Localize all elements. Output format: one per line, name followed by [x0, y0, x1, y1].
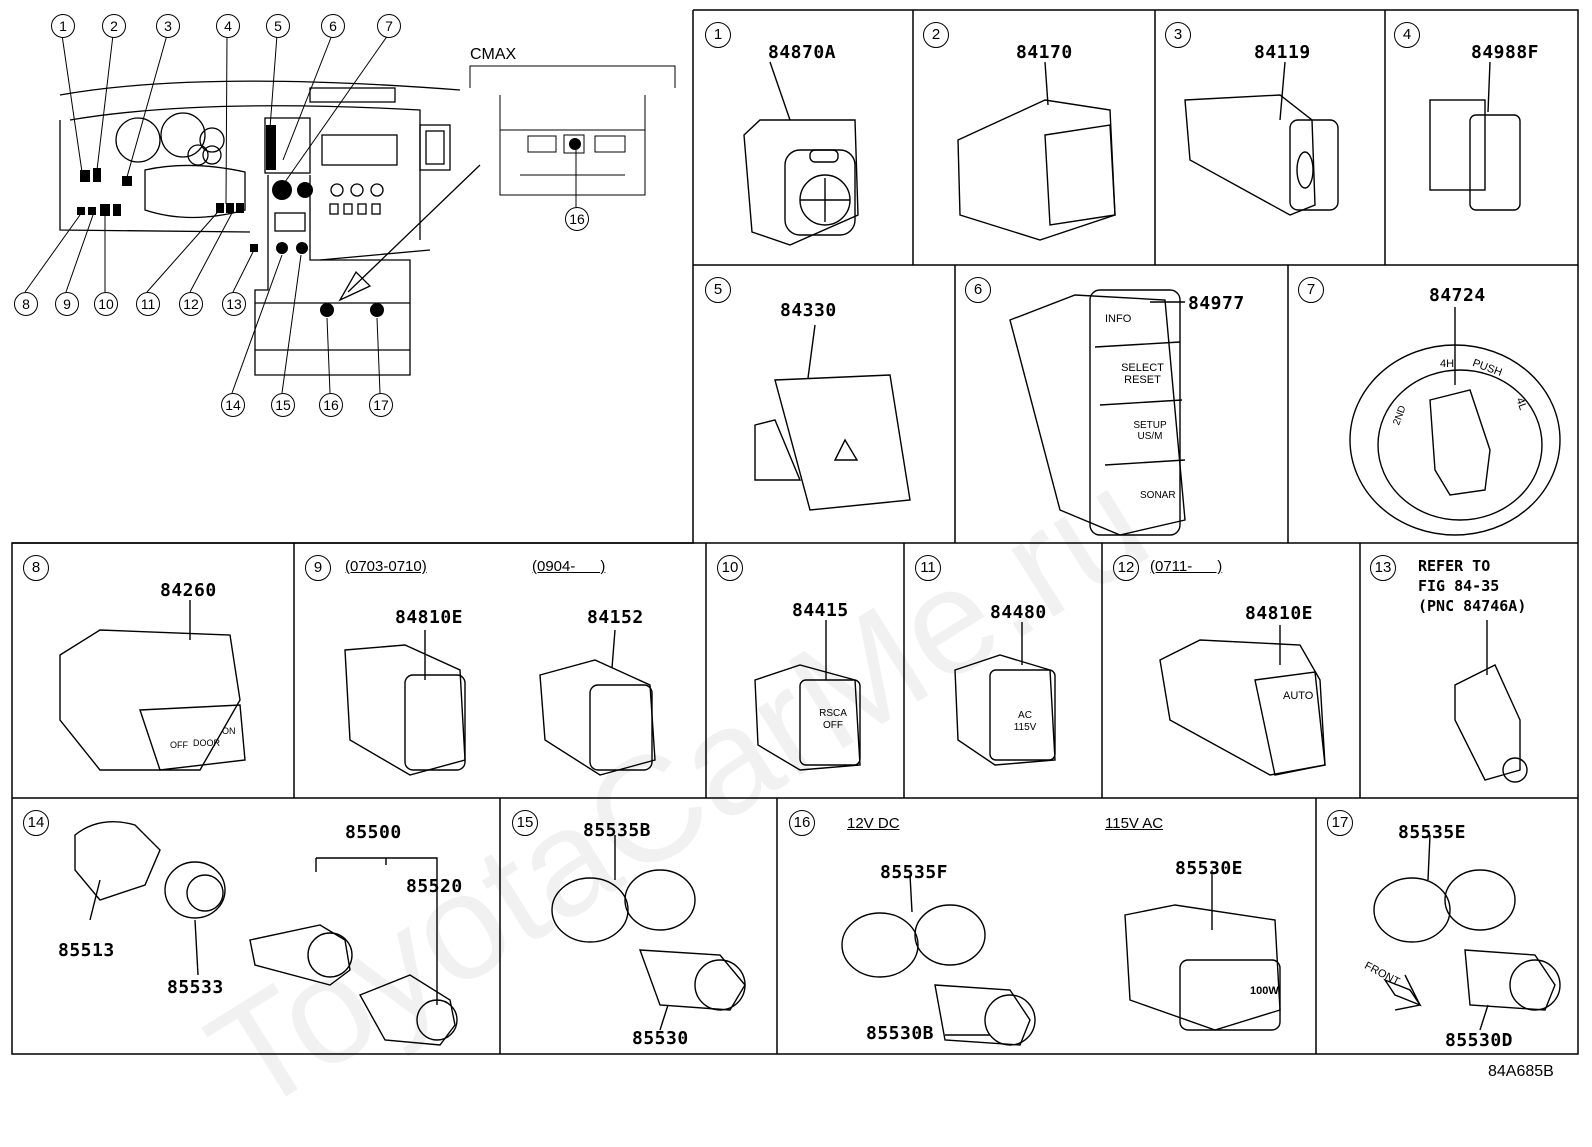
part-number[interactable]: 84119	[1254, 42, 1311, 63]
cell-number-10: 10	[717, 555, 743, 581]
switch-label: DOOR	[193, 738, 220, 748]
switch-label: INFO	[1105, 313, 1132, 325]
part-number[interactable]: 84260	[160, 580, 217, 601]
callout-4: 4	[216, 14, 240, 38]
callout-12: 12	[179, 292, 203, 316]
part-number[interactable]: 84170	[1016, 42, 1073, 63]
refer-line: REFER TO	[1418, 557, 1491, 575]
part-number[interactable]: 85530E	[1175, 858, 1244, 879]
cell-number-2: 2	[923, 22, 949, 48]
part-number[interactable]: 85535B	[583, 820, 652, 841]
dial-label: 4H	[1440, 358, 1455, 370]
callout-6: 6	[321, 14, 345, 38]
outlet-label: 100W	[1250, 985, 1279, 997]
callout-5: 5	[266, 14, 290, 38]
cell-number-11: 11	[915, 555, 941, 581]
callout-10: 10	[94, 292, 118, 316]
part-number[interactable]: 84330	[780, 300, 837, 321]
cell-number-12: 12	[1113, 555, 1139, 581]
callout-2: 2	[102, 14, 126, 38]
part-number[interactable]: 85530	[632, 1028, 689, 1049]
part-number[interactable]: 84480	[990, 602, 1047, 623]
switch-label: ON	[222, 726, 236, 736]
switch-label: SETUP US/M	[1133, 420, 1167, 442]
callout-16: 16	[319, 393, 343, 417]
cell-number-4: 4	[1394, 22, 1420, 48]
cell-number-8: 8	[23, 555, 49, 581]
cell-number-13: 13	[1370, 555, 1396, 581]
callout-14: 14	[221, 393, 245, 417]
cell-number-6: 6	[965, 277, 991, 303]
date-range-note: (0711- )	[1150, 558, 1223, 575]
part-number[interactable]: 85535F	[880, 862, 949, 883]
cell-number-14: 14	[23, 810, 49, 836]
callout-13: 13	[222, 292, 246, 316]
cmax-label: CMAX	[470, 46, 517, 63]
callout-8: 8	[14, 292, 38, 316]
callout-leaders	[24, 34, 676, 394]
callout-17: 17	[369, 393, 393, 417]
switch-label: AC 115V	[1013, 710, 1037, 733]
cell-number-3: 3	[1165, 22, 1191, 48]
part-number[interactable]: 84810E	[1245, 603, 1314, 624]
part-number[interactable]: 84415	[792, 600, 849, 621]
part-number[interactable]: 85535E	[1398, 822, 1467, 843]
diagram-canvas	[11, 9, 1579, 1055]
switch-label: SELECT RESET	[1121, 362, 1164, 386]
refer-line[interactable]: (PNC 84746A)	[1418, 597, 1527, 615]
dashboard-switch-marks	[77, 125, 384, 317]
part-sketches	[59, 61, 1561, 1046]
part-number[interactable]: 85513	[58, 940, 115, 961]
switch-label: RSCA OFF	[819, 708, 847, 731]
callout-9: 9	[55, 292, 79, 316]
dashboard-overview	[59, 80, 481, 376]
callout-11: 11	[136, 292, 160, 316]
switch-label: AUTO	[1283, 690, 1314, 702]
cell-number-1: 1	[705, 22, 731, 48]
callout-7: 7	[377, 14, 401, 38]
date-range-note: (0904- )	[532, 558, 606, 575]
cmax-outlet-dot	[569, 138, 581, 150]
cmax-callout-16: 16	[565, 207, 589, 231]
part-number[interactable]: 84152	[587, 607, 644, 628]
part-number[interactable]: 85530B	[866, 1023, 935, 1044]
part-number[interactable]: 84977	[1188, 293, 1245, 314]
part-number[interactable]: 85533	[167, 977, 224, 998]
part-number[interactable]: 84810E	[395, 607, 464, 628]
part-number[interactable]: 84988F	[1471, 42, 1540, 63]
part-number[interactable]: 84724	[1429, 285, 1486, 306]
switch-label: OFF	[170, 740, 188, 750]
cell-number-7: 7	[1298, 277, 1324, 303]
part-number[interactable]: 85520	[406, 876, 463, 897]
callout-3: 3	[156, 14, 180, 38]
voltage-note: 115V AC	[1105, 815, 1164, 832]
part-number[interactable]: 84870A	[768, 42, 837, 63]
cell-number-5: 5	[705, 277, 731, 303]
part-number[interactable]: 85530D	[1445, 1030, 1514, 1051]
cell-number-9: 9	[305, 555, 331, 581]
switch-label: SONAR	[1140, 490, 1176, 501]
callout-15: 15	[271, 393, 295, 417]
callout-1: 1	[51, 14, 75, 38]
cell-number-15: 15	[512, 810, 538, 836]
voltage-note: 12V DC	[847, 815, 900, 832]
cell-number-17: 17	[1327, 810, 1353, 836]
date-range-note: (0703-0710)	[345, 558, 427, 575]
refer-line: FIG 84-35	[1418, 577, 1500, 595]
part-number[interactable]: 85500	[345, 822, 402, 843]
grid-frame	[11, 9, 1579, 1055]
cell-number-16: 16	[789, 810, 815, 836]
figure-code: 84A685B	[1488, 1063, 1554, 1080]
